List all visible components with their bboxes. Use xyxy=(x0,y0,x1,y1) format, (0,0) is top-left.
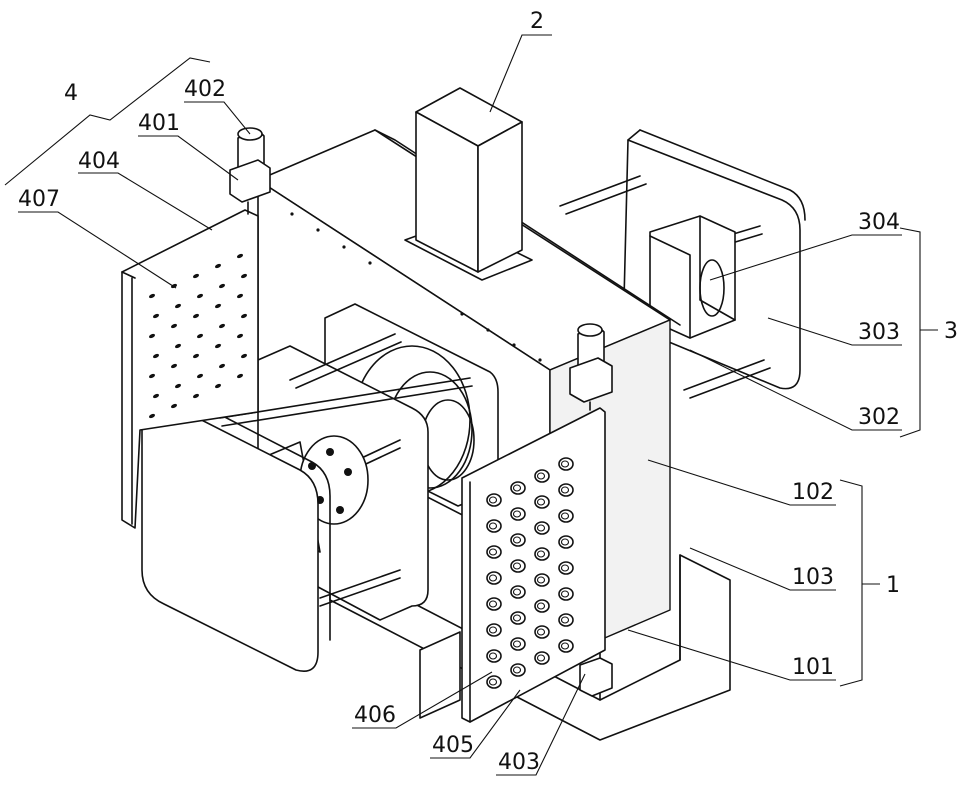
nozzle xyxy=(511,508,525,520)
label-406: 406 xyxy=(354,703,396,728)
nozzle xyxy=(559,458,573,470)
nozzle xyxy=(559,510,573,522)
nozzle xyxy=(535,652,549,664)
label-3: 3 xyxy=(944,319,958,344)
nozzle xyxy=(487,494,501,506)
nozzle xyxy=(487,676,501,688)
nozzle xyxy=(535,496,549,508)
label-1: 1 xyxy=(886,573,900,598)
nozzle xyxy=(535,522,549,534)
label-405: 405 xyxy=(432,733,474,758)
nozzle xyxy=(511,586,525,598)
label-101: 101 xyxy=(792,655,834,680)
nozzle xyxy=(511,612,525,624)
nozzle xyxy=(535,548,549,560)
nozzle xyxy=(559,484,573,496)
nozzle xyxy=(487,546,501,558)
label-404: 404 xyxy=(78,149,120,174)
nozzle xyxy=(535,470,549,482)
nozzle xyxy=(535,600,549,612)
nozzle xyxy=(511,534,525,546)
label-4: 4 xyxy=(64,81,78,106)
nozzle xyxy=(487,572,501,584)
nozzle xyxy=(559,588,573,600)
nozzle xyxy=(511,664,525,676)
label-407: 407 xyxy=(18,187,60,212)
nozzle xyxy=(511,638,525,650)
label-304: 304 xyxy=(858,210,900,235)
nozzle xyxy=(487,520,501,532)
label-402: 402 xyxy=(184,77,226,102)
nozzle xyxy=(559,536,573,548)
nozzle xyxy=(559,614,573,626)
label-102: 102 xyxy=(792,480,834,505)
nozzle xyxy=(487,598,501,610)
label-2: 2 xyxy=(530,9,544,34)
label-103: 103 xyxy=(792,565,834,590)
nozzle xyxy=(511,482,525,494)
nozzle xyxy=(487,624,501,636)
label-302: 302 xyxy=(858,405,900,430)
nozzle xyxy=(487,650,501,662)
label-303: 303 xyxy=(858,320,900,345)
label-401: 401 xyxy=(138,111,180,136)
nozzle xyxy=(535,626,549,638)
label-403: 403 xyxy=(498,750,540,775)
nozzle xyxy=(511,560,525,572)
nozzle xyxy=(559,562,573,574)
nozzle xyxy=(535,574,549,586)
nozzle xyxy=(559,640,573,652)
